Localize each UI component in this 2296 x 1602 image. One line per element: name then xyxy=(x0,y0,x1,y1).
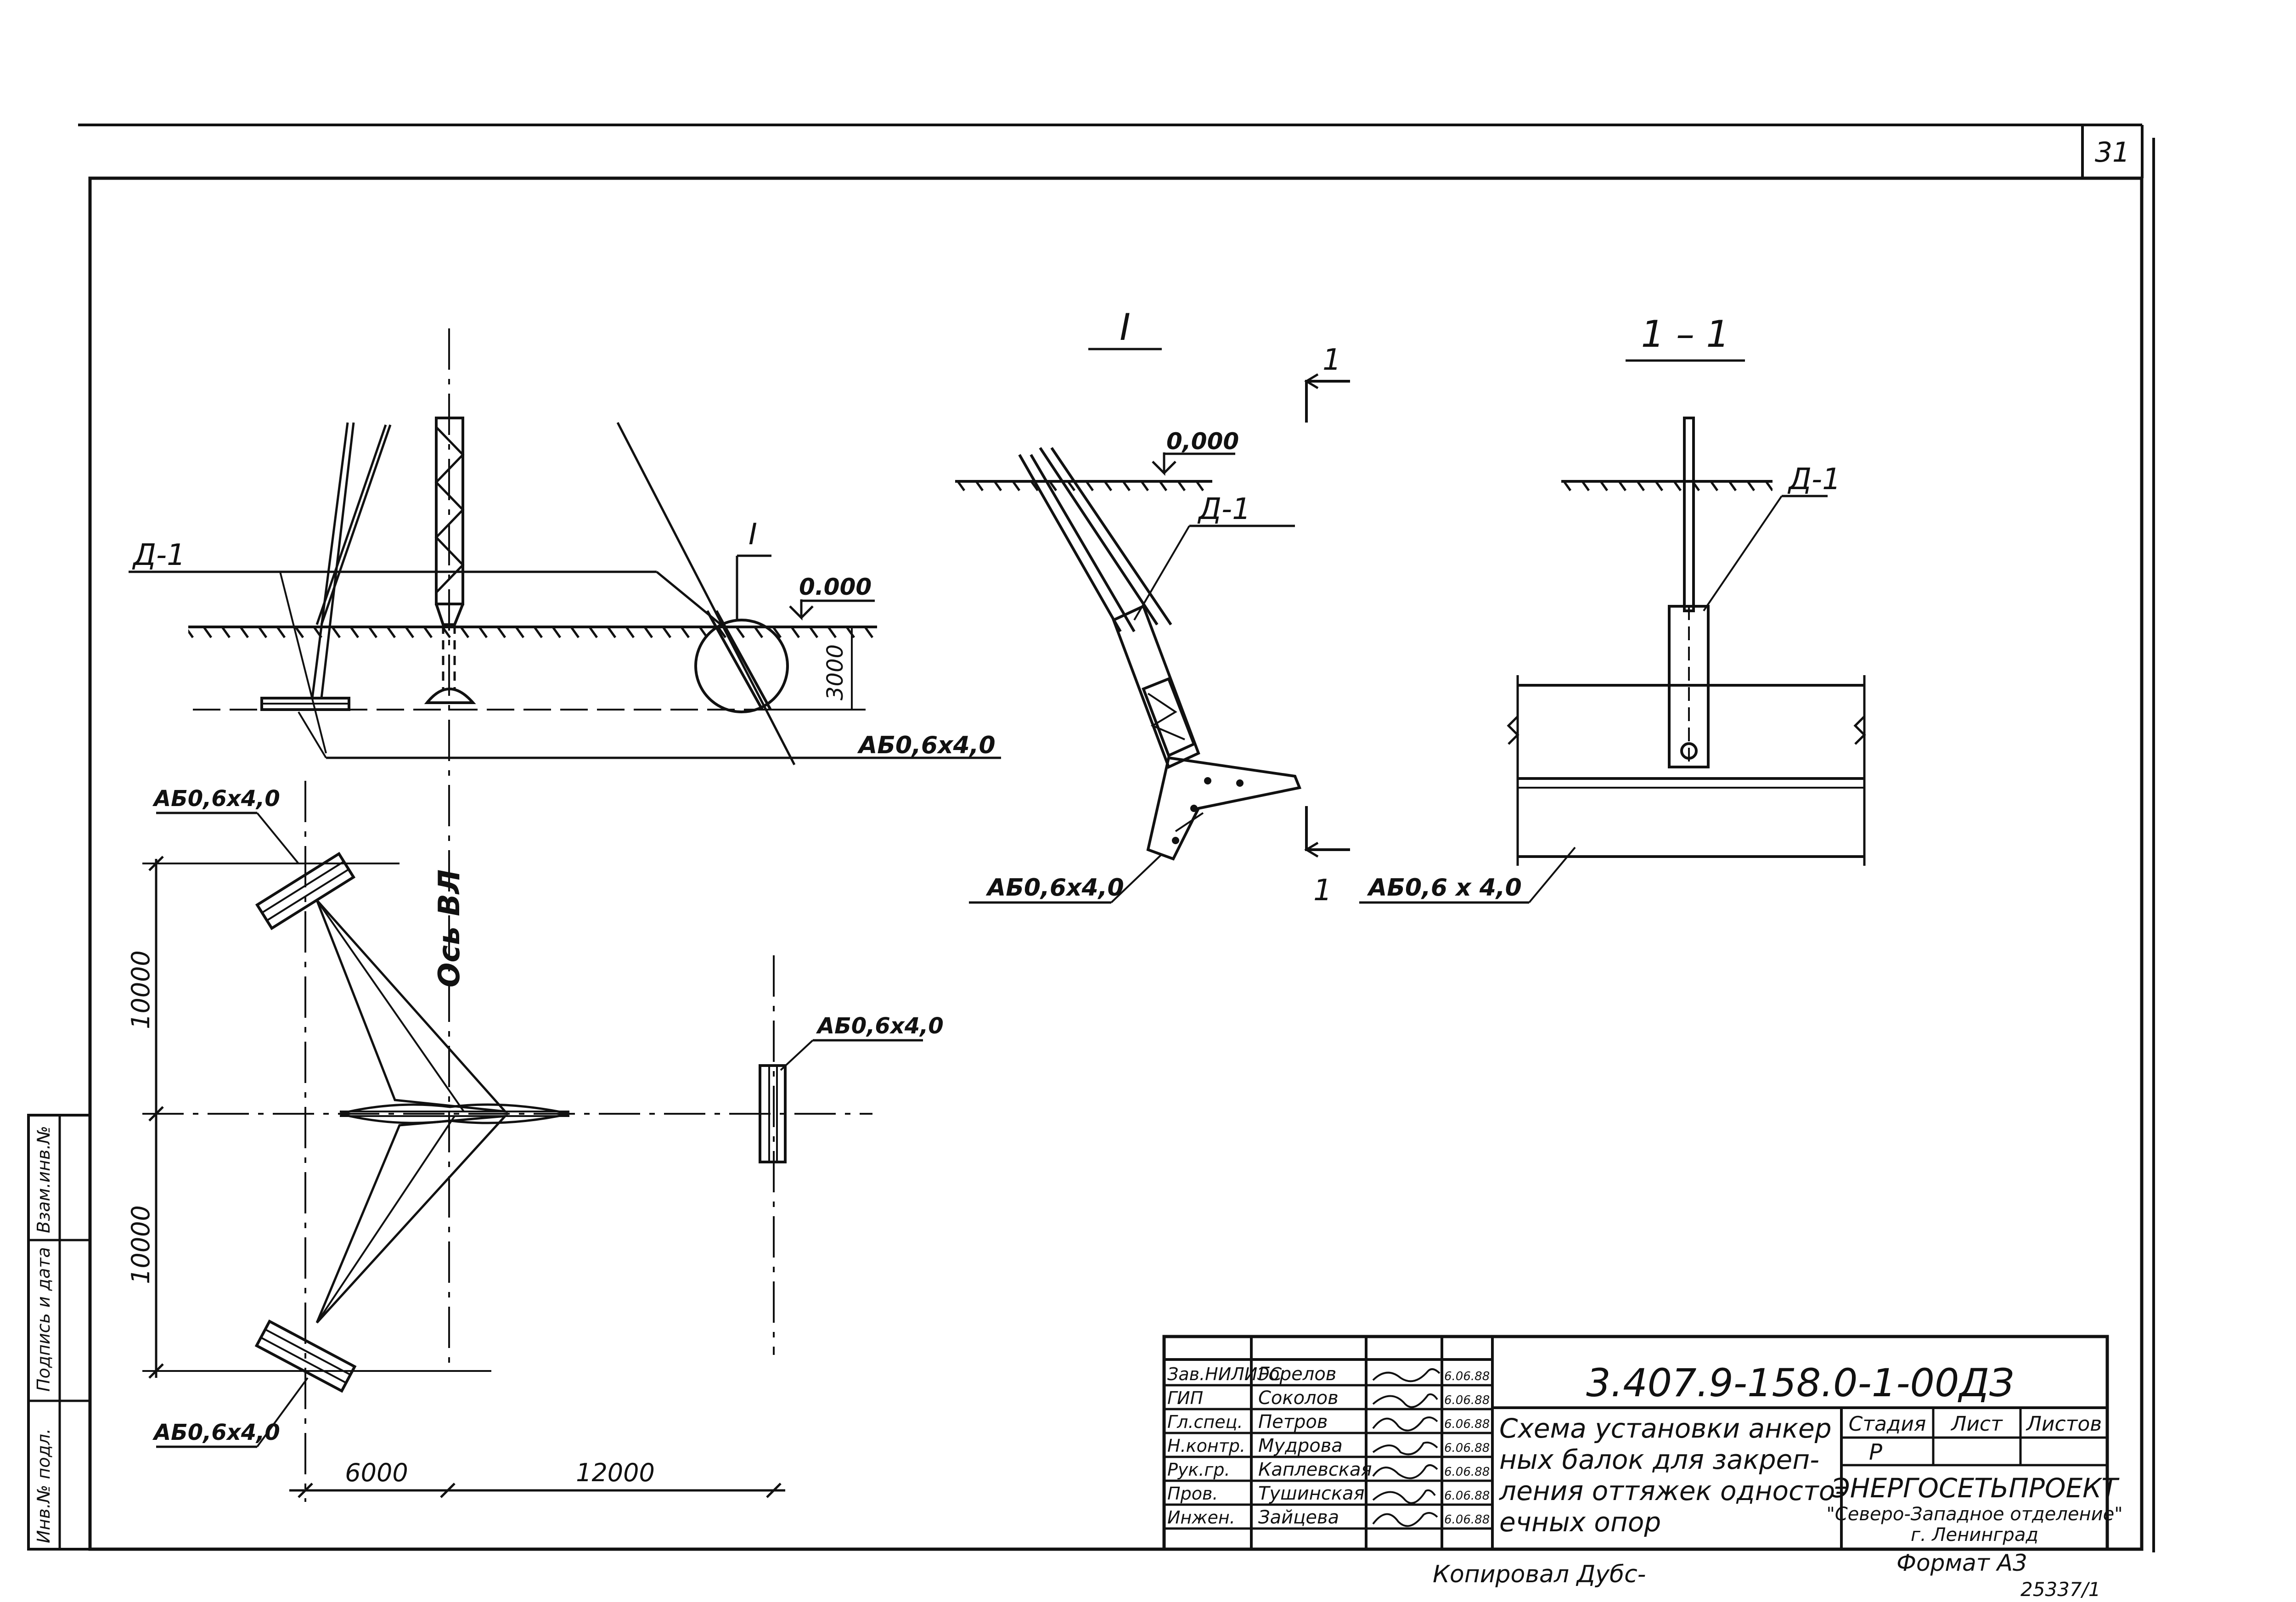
main-label-d1: Д-1 xyxy=(132,538,186,572)
sig-name: Каплевская xyxy=(1258,1459,1372,1480)
plan-dim-vertical-top: 10000 xyxy=(126,950,155,1029)
section-beam-label: АБ0,6 х 4,0 xyxy=(1367,874,1522,902)
sig-date: 6.06.88 xyxy=(1444,1393,1490,1407)
title-line: ечных опор xyxy=(1499,1506,1661,1538)
sig-role: Гл.спец. xyxy=(1167,1412,1243,1432)
plan-beam-label-top: АБ0,6х4,0 xyxy=(152,786,280,812)
main-callout-I: I xyxy=(748,518,757,552)
sheet-header: Лист xyxy=(1950,1412,2003,1436)
sig-name: Зайцева xyxy=(1258,1507,1339,1528)
sig-role: Н.контр. xyxy=(1167,1436,1245,1456)
archive-number: 25337/1 xyxy=(2020,1578,2100,1601)
title-block xyxy=(1162,1335,2109,1551)
ground-hatch xyxy=(188,627,877,641)
sig-name: Мудрова xyxy=(1258,1435,1343,1456)
detail-section-mark-top: 1 xyxy=(1322,343,1341,377)
title-line: ления оттяжек односто- xyxy=(1499,1475,1845,1506)
side-stamp xyxy=(27,1114,91,1551)
sig-role: Рук.гр. xyxy=(1167,1460,1230,1480)
section-1-1-view xyxy=(1359,359,1866,904)
detail-section-mark-bottom: 1 xyxy=(1313,874,1332,908)
plan-view xyxy=(142,781,923,1502)
sig-date: 6.06.88 xyxy=(1444,1513,1490,1527)
main-beam-label: АБ0,6х4,0 xyxy=(857,732,996,759)
sig-date: 6.06.88 xyxy=(1444,1417,1490,1431)
copied-note: Копировал Дубс- xyxy=(1433,1561,1646,1588)
title-line: Схема установки анкер xyxy=(1499,1413,1832,1444)
detail-ground-hatch xyxy=(955,481,1212,494)
detail-title: I xyxy=(1120,306,1131,349)
plan-axis-label: Ось ВЛ xyxy=(433,869,467,987)
main-view xyxy=(129,328,1001,1369)
detail-I-view xyxy=(955,348,1350,904)
detail-level: 0,000 xyxy=(1166,428,1239,455)
side-stamp-cell-replace: Взам.инв.№ xyxy=(34,1126,54,1233)
sig-name: Соколов xyxy=(1258,1388,1339,1409)
section-title: 1 – 1 xyxy=(1641,313,1730,355)
page-number: 31 xyxy=(2095,136,2130,169)
sig-name: Петров xyxy=(1258,1411,1328,1433)
plan-dim-horizontal-right: 12000 xyxy=(576,1458,655,1487)
plan-beam-label-bottom: АБ0,6х4,0 xyxy=(152,1420,280,1445)
format-note: Формат А3 xyxy=(1896,1550,2027,1576)
plan-dim-vertical-bottom: 10000 xyxy=(126,1205,155,1284)
main-depth-dim: 3000 xyxy=(822,644,848,700)
sig-name: Тушинская xyxy=(1258,1483,1365,1504)
sig-date: 6.06.88 xyxy=(1444,1489,1490,1503)
sig-date: 6.06.88 xyxy=(1444,1441,1490,1455)
stage-value: Р xyxy=(1869,1439,1882,1465)
sig-date: 6.06.88 xyxy=(1444,1465,1490,1479)
section-ground-hatch xyxy=(1561,481,1773,494)
plan-beam-label-right: АБ0,6х4,0 xyxy=(816,1013,944,1039)
sig-role: Пров. xyxy=(1167,1484,1218,1504)
sig-role: Инжен. xyxy=(1167,1507,1235,1528)
sig-role: ГИП xyxy=(1167,1388,1203,1408)
document-code: 3.407.9-158.0-1-00ДЗ xyxy=(1586,1360,2014,1405)
sheet-frame xyxy=(78,124,2155,1552)
detail-label-d1: Д-1 xyxy=(1197,492,1251,526)
stage-header: Стадия xyxy=(1849,1412,1926,1436)
side-stamp-cell-inv: Инв.№ подл. xyxy=(34,1428,54,1543)
org-branch: "Северо-Западное отделение" xyxy=(1826,1504,2122,1525)
sheets-header: Листов xyxy=(2026,1412,2102,1436)
org-city: г. Ленинград xyxy=(1911,1524,2038,1546)
org-name: ЭНЕРГОСЕТЬПРОЕКТ xyxy=(1831,1472,2120,1504)
plan-dim-horizontal-left: 6000 xyxy=(345,1458,408,1487)
sig-name: Горелов xyxy=(1258,1364,1336,1385)
section-label-d1: Д-1 xyxy=(1787,463,1841,496)
main-level: 0.000 xyxy=(799,574,872,600)
title-line: ных балок для закреп- xyxy=(1499,1444,1819,1475)
detail-beam-label: АБ0,6х4,0 xyxy=(985,874,1124,902)
side-stamp-cell-signature: Подпись и дата xyxy=(34,1247,54,1392)
sig-date: 6.06.88 xyxy=(1444,1370,1490,1383)
sig-role: Зав.НИЛИЭС xyxy=(1167,1364,1282,1384)
